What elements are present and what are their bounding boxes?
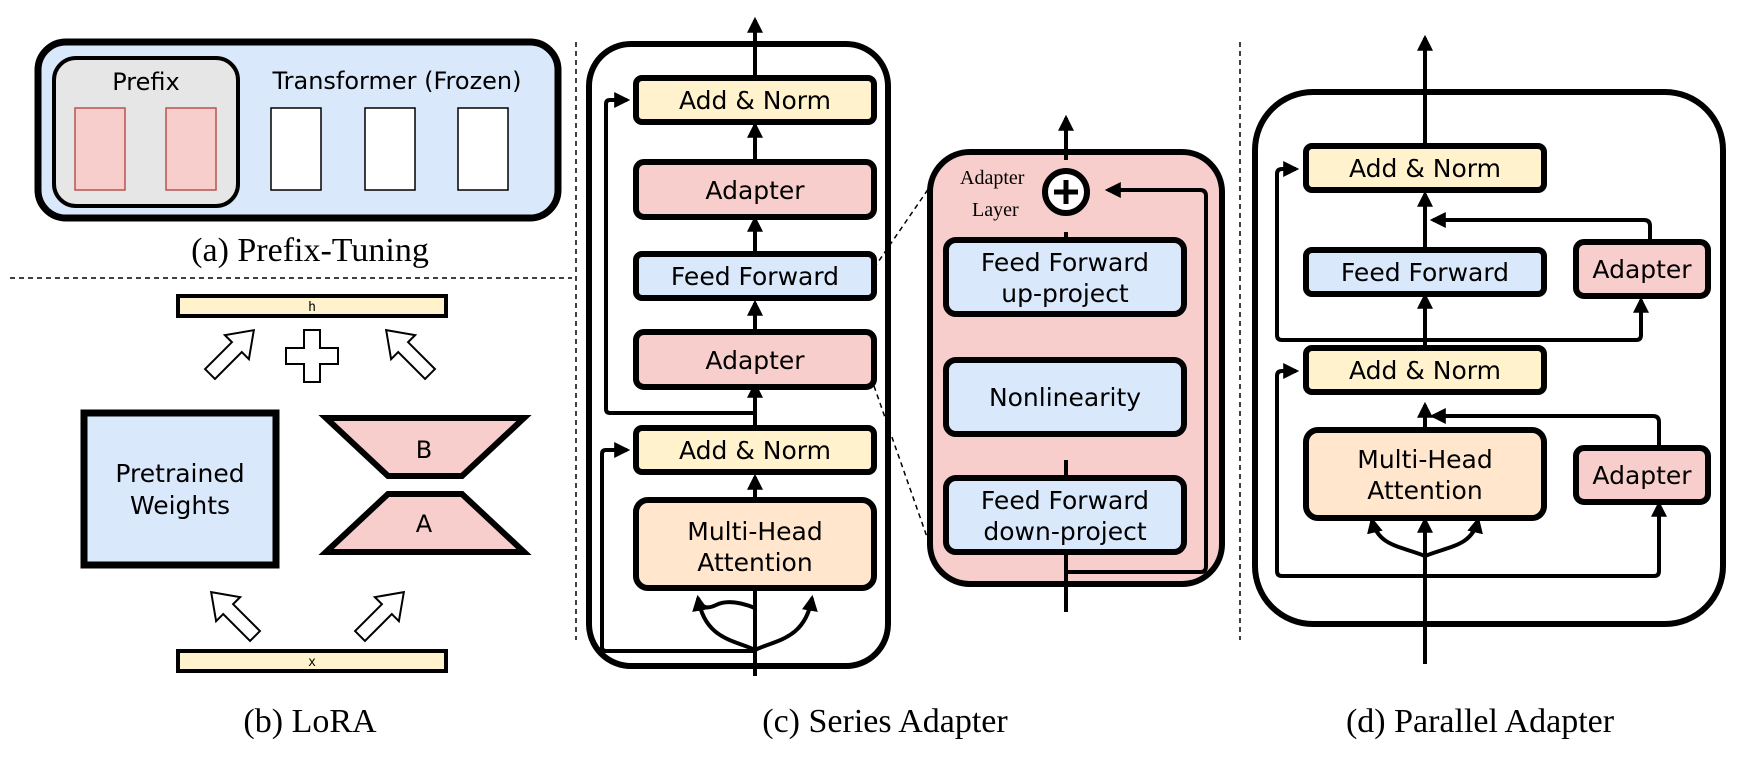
series-multi-head-attention — [633, 497, 877, 591]
pretrained-weights-box — [80, 409, 280, 569]
frozen-vector — [270, 107, 322, 191]
arrow-up-left-icon — [209, 590, 262, 643]
series-adapter-bottom-label: Adapter — [705, 346, 805, 375]
series-adapter-top — [633, 159, 877, 220]
series-mha-line1: Multi-Head — [687, 517, 823, 546]
prefix-vector — [165, 107, 217, 191]
ff-up-line2: up-project — [1001, 279, 1129, 308]
series-add-norm-top — [633, 75, 877, 125]
plus-icon — [1054, 180, 1078, 204]
series-mha-line2: Attention — [697, 548, 812, 577]
parallel-block-frame — [1252, 89, 1726, 627]
b-label: B — [416, 436, 432, 464]
parallel-mha-line2: Attention — [1367, 476, 1482, 505]
ff-down-line1: Feed Forward — [981, 486, 1149, 515]
series-adapter-top-label: Adapter — [705, 176, 805, 205]
arrow-up-left-icon — [384, 328, 437, 381]
ff-up-line1: Feed Forward — [981, 248, 1149, 277]
series-adapter-panel: Add & Norm Adapter Feed Forward Adapter … — [586, 16, 1225, 740]
nonlinearity-label: Nonlinearity — [989, 383, 1141, 412]
arrow-up-right-icon — [353, 590, 406, 643]
adapter-layer-label-line2: Layer — [972, 199, 1019, 221]
parallel-add-norm-bottom-label: Add & Norm — [1349, 356, 1501, 385]
lora-panel: h x Pretrained Weights B A (b) LoRA — [80, 294, 532, 740]
parallel-mha-line1: Multi-Head — [1357, 445, 1493, 474]
parallel-add-norm-top-label: Add & Norm — [1349, 154, 1501, 183]
frozen-vector — [364, 107, 416, 191]
nonlinearity-box — [943, 357, 1187, 437]
parallel-adapter-bottom-label: Adapter — [1592, 461, 1692, 490]
x-bar — [176, 649, 448, 673]
prefix-label: Prefix — [112, 68, 179, 96]
arrow-up-right-icon — [203, 328, 256, 381]
transformer-label: Transformer (Frozen) — [271, 67, 521, 95]
matrix-b — [318, 415, 532, 479]
parallel-adapter-top — [1573, 239, 1711, 299]
adapter-layer-label-line1: Adapter — [960, 167, 1025, 189]
frozen-vector — [457, 107, 509, 191]
caption-lora: (b) LoRA — [243, 703, 377, 740]
h-label: h — [308, 300, 316, 315]
pretrained-line1: Pretrained — [115, 459, 244, 488]
series-block-frame — [586, 41, 891, 669]
panel-dividers — [10, 42, 1241, 640]
series-adapter-bottom — [633, 329, 877, 390]
ff-up-project — [943, 237, 1187, 317]
a-label: A — [416, 510, 433, 538]
parallel-adapter-top-label: Adapter — [1592, 255, 1692, 284]
parallel-feed-forward-label: Feed Forward — [1341, 258, 1509, 287]
parallel-multi-head-attention — [1303, 427, 1547, 521]
x-label: x — [308, 655, 316, 670]
pretrained-line2: Weights — [130, 491, 230, 520]
series-feed-forward-label: Feed Forward — [671, 262, 839, 291]
ff-down-project — [943, 475, 1187, 555]
parallel-adapter-bottom — [1573, 445, 1711, 505]
caption-series-adapter: (c) Series Adapter — [762, 703, 1008, 740]
caption-parallel-adapter: (d) Parallel Adapter — [1346, 703, 1615, 740]
caption-prefix-tuning: (a) Prefix-Tuning — [191, 232, 429, 269]
parallel-add-norm-top — [1303, 143, 1547, 193]
series-add-norm-bottom-label: Add & Norm — [679, 436, 831, 465]
series-feed-forward — [633, 251, 877, 301]
h-bar — [176, 294, 448, 318]
plus-icon — [285, 329, 339, 383]
parallel-adapter-panel: Add & Norm Feed Forward Adapter Add & No… — [1252, 34, 1726, 740]
matrix-a — [318, 491, 532, 555]
prefix-tuning-panel: Prefix Transformer (Frozen) (a) Prefix-T… — [34, 38, 562, 269]
prefix-vector — [74, 107, 126, 191]
series-add-norm-top-label: Add & Norm — [679, 86, 831, 115]
parallel-add-norm-bottom — [1303, 345, 1547, 395]
series-add-norm-bottom — [633, 425, 877, 475]
parallel-feed-forward — [1303, 247, 1547, 297]
ff-down-line2: down-project — [983, 517, 1146, 546]
